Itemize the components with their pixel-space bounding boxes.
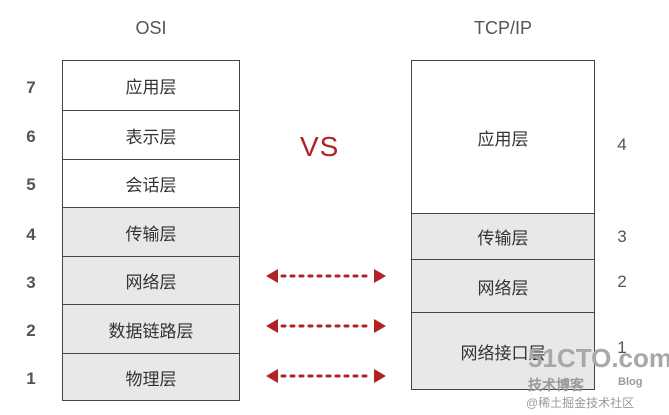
- osi-layer-datalink: 数据链路层: [63, 304, 239, 353]
- watermark-blog: Blog: [618, 376, 643, 388]
- arrow-physical: [266, 369, 386, 383]
- osi-number-3: 3: [26, 273, 36, 292]
- osi-title: OSI: [135, 18, 167, 38]
- tcpip-layer-network-interface: 网络接口层: [412, 312, 594, 389]
- watermark-line2: @稀土掘金技术社区: [526, 396, 635, 410]
- osi-layer-presentation: 表示层: [63, 110, 239, 159]
- tcpip-number-1: 1: [617, 338, 627, 357]
- osi-number-4: 4: [26, 225, 36, 244]
- osi-number-5: 5: [26, 175, 36, 194]
- osi-layer-physical: 物理层: [63, 353, 239, 400]
- tcpip-layer-network: 网络层: [412, 259, 594, 312]
- osi-number-2: 2: [26, 321, 36, 340]
- osi-layer-network: 网络层: [63, 256, 239, 304]
- arrow-datalink: [266, 319, 386, 333]
- tcpip-layer-application: 应用层: [412, 61, 594, 213]
- tcpip-number-4: 4: [617, 135, 627, 154]
- osi-layer-transport: 传输层: [63, 207, 239, 256]
- vs-label: VS: [300, 131, 340, 162]
- tcpip-layer-transport: 传输层: [412, 213, 594, 259]
- osi-number-1: 1: [26, 369, 36, 388]
- watermark-site: 51CTO.com: [528, 343, 669, 373]
- osi-number-7: 7: [26, 78, 36, 97]
- arrow-network: [266, 269, 386, 283]
- watermark-line1: 技术博客: [528, 377, 584, 393]
- tcpip-number-3: 3: [617, 227, 627, 246]
- tcpip-number-2: 2: [617, 272, 627, 291]
- osi-number-6: 6: [26, 127, 36, 146]
- osi-stack: 应用层 表示层 会话层 传输层 网络层 数据链路层 物理层: [62, 60, 240, 401]
- osi-layer-session: 会话层: [63, 159, 239, 207]
- tcpip-title: TCP/IP: [473, 18, 532, 38]
- osi-layer-application: 应用层: [63, 61, 239, 110]
- tcpip-stack: 应用层 传输层 网络层 网络接口层: [411, 60, 595, 390]
